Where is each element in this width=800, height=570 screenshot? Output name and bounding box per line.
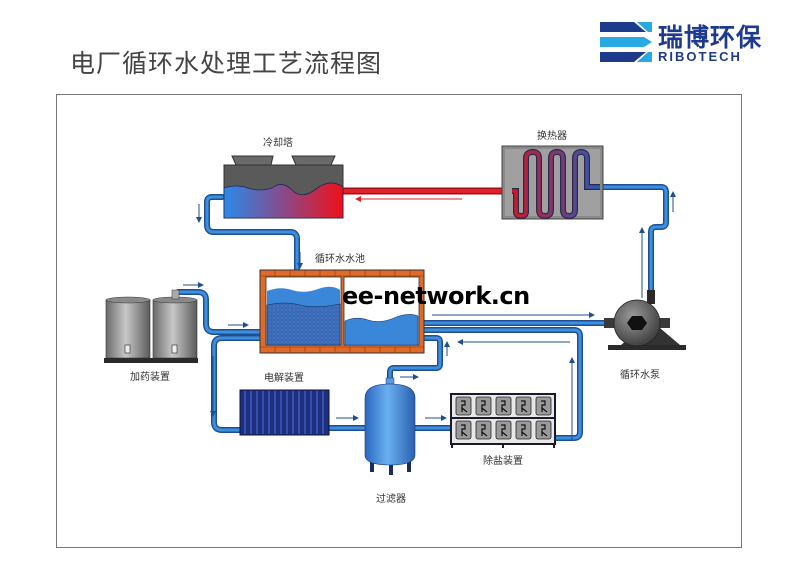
cooling-tower-label: 冷却塔: [263, 136, 293, 149]
desalination-module: [515, 396, 532, 416]
flow-arrows: [183, 191, 676, 440]
desalination-module: [475, 396, 492, 416]
desalination-module: [455, 420, 472, 440]
cooling-tower: [223, 155, 344, 219]
diagram-frame: [56, 94, 742, 548]
heat-exchanger-label: 换热器: [537, 129, 567, 142]
desalination-module: [535, 396, 552, 416]
pipes: [175, 184, 669, 441]
logo-name-en: RIBOTECH: [658, 49, 742, 64]
filter: [364, 377, 416, 475]
desalination-module: [495, 420, 512, 440]
logo-mark-icon: [600, 22, 652, 62]
circulating-pump: [604, 290, 686, 350]
desalination-module: [475, 420, 492, 440]
logo-name-cn: 瑞博环保: [658, 23, 763, 52]
desalination-module: [495, 396, 512, 416]
heat-exchanger: [501, 145, 604, 220]
desalination-module: [535, 420, 552, 440]
watermark: ee-network.cn: [342, 282, 530, 310]
desalination-module: [515, 420, 532, 440]
circulating-pump-label: 循环水泵: [620, 368, 660, 381]
page-title: 电厂循环水处理工艺流程图: [70, 49, 383, 78]
desalination-module: [455, 396, 472, 416]
electrolysis-device-label: 电解装置: [264, 371, 304, 384]
circulating-pool-label: 循环水水池: [315, 252, 365, 265]
electrolysis-device: [239, 389, 330, 436]
desalination-device: [450, 393, 556, 448]
company-logo: 瑞博环保 RIBOTECH: [600, 20, 775, 66]
circulating-pool: [259, 269, 425, 354]
pipe-pump-to-heat-exchanger: [597, 184, 669, 295]
dosing-device: [104, 289, 198, 363]
filter-label: 过滤器: [376, 492, 406, 505]
desalination-device-label: 除盐装置: [483, 454, 523, 467]
dosing-device-label: 加药装置: [130, 370, 170, 383]
